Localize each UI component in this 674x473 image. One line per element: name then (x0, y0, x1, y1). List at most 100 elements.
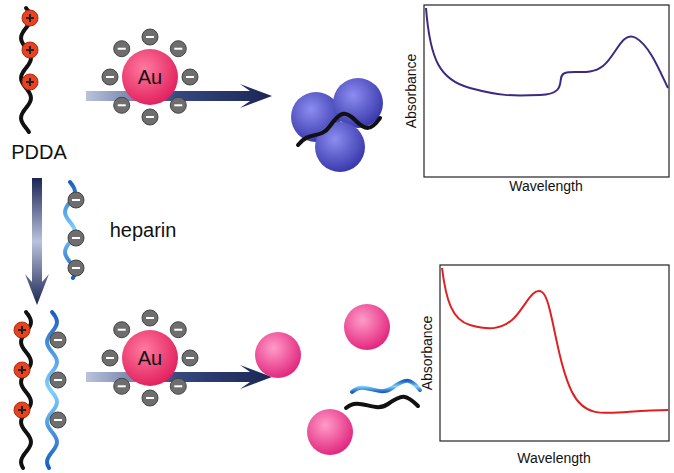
gold-nanoparticle: Au (121, 329, 179, 387)
charge-sign (186, 357, 194, 359)
axis-title: Absorbance (419, 316, 435, 391)
particle-disc (122, 330, 178, 386)
charge-bead (142, 109, 158, 125)
charge-sign (54, 339, 62, 341)
positive-charge (22, 42, 38, 58)
charge-sign (174, 385, 182, 387)
charge-bead (142, 29, 158, 45)
spectrum-curve (426, 8, 668, 95)
charge-sign (118, 104, 126, 106)
positive-charge (14, 402, 30, 418)
charge-bead (170, 41, 186, 57)
charge-bead (22, 10, 38, 26)
charge-bead (68, 192, 84, 208)
positive-charge (14, 322, 30, 338)
dispersed-nanoparticle (255, 332, 301, 378)
negative-charge (170, 97, 186, 113)
negative-charge (142, 310, 158, 326)
charge-sign (26, 78, 34, 86)
negative-charge (170, 322, 186, 338)
negative-charge (114, 41, 130, 57)
polymer-name: heparin (110, 219, 177, 242)
axis-title: Absorbance (403, 54, 419, 129)
charge-sign (54, 419, 62, 421)
pdda-chain (21, 8, 31, 132)
charge-sign (118, 329, 126, 331)
spectrum-curve (442, 268, 668, 413)
axis-title: Wavelength (509, 178, 582, 194)
negative-charge (142, 109, 158, 125)
charge-bead (114, 322, 130, 338)
negative-charge (114, 97, 130, 113)
dispersed-nanoparticle (307, 409, 353, 455)
negative-charge (182, 350, 198, 366)
charge-bead (68, 230, 84, 246)
reaction-arrow (25, 178, 49, 305)
charge-sign (18, 326, 26, 334)
pdda-chain (298, 114, 380, 145)
charge-bead (182, 69, 198, 85)
charge-bead (182, 350, 198, 366)
charge-bead (170, 322, 186, 338)
charge-bead (14, 322, 30, 338)
charge-bead (50, 332, 66, 348)
negative-charge (170, 378, 186, 394)
charge-bead (142, 390, 158, 406)
charge-sign (118, 385, 126, 387)
charge-sign (18, 406, 26, 414)
charge-bead (114, 378, 130, 394)
charge-sign (146, 116, 154, 118)
charge-bead (102, 350, 118, 366)
charge-sign (18, 366, 26, 374)
charge-sign (186, 76, 194, 78)
charge-sign (174, 104, 182, 106)
charge-bead (114, 41, 130, 57)
negative-charge (114, 322, 130, 338)
charge-sign (146, 397, 154, 399)
negative-charge (50, 372, 66, 388)
charge-sign (118, 48, 126, 50)
negative-charge (142, 390, 158, 406)
negative-charge (68, 192, 84, 208)
gold-nanoparticle: Au (121, 48, 179, 106)
aggregated-nanoparticle (315, 122, 365, 172)
heparin-chain (352, 381, 420, 392)
element-symbol: Au (138, 66, 162, 89)
charge-sign (26, 14, 34, 22)
charge-bead (14, 362, 30, 378)
positive-charge (22, 10, 38, 26)
particle-label: Au (121, 329, 179, 387)
charge-sign (146, 317, 154, 319)
negative-charge (142, 29, 158, 45)
charge-bead (50, 412, 66, 428)
negative-charge (102, 69, 118, 85)
charge-bead (22, 74, 38, 90)
charge-sign (26, 46, 34, 54)
positive-charge (22, 74, 38, 90)
dispersed-nanoparticle (344, 304, 390, 350)
charge-sign (146, 36, 154, 38)
charge-bead (170, 378, 186, 394)
element-symbol: Au (138, 347, 162, 370)
charge-sign (106, 357, 114, 359)
negative-charge (182, 69, 198, 85)
charge-bead (68, 260, 84, 276)
charge-sign (72, 267, 80, 269)
charge-bead (170, 97, 186, 113)
negative-charge (50, 412, 66, 428)
plot-frame (424, 5, 669, 177)
charge-sign (174, 48, 182, 50)
charge-bead (114, 97, 130, 113)
charge-sign (72, 237, 80, 239)
charge-bead (14, 402, 30, 418)
charge-bead (50, 372, 66, 388)
charge-sign (174, 329, 182, 331)
negative-charge (102, 350, 118, 366)
charge-bead (102, 69, 118, 85)
negative-charge (68, 260, 84, 276)
charge-sign (106, 76, 114, 78)
negative-charge (68, 230, 84, 246)
axis-title: Wavelength (517, 450, 590, 466)
